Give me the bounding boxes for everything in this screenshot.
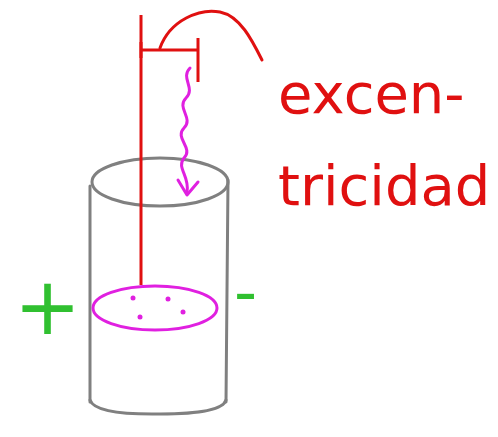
- arrow-head: [178, 180, 198, 195]
- cylinder-bottom: [90, 400, 226, 414]
- base-ellipse: [93, 286, 217, 330]
- eccentricity-dimension: [141, 38, 198, 82]
- eccentricity-label: excen- tricidad: [278, 48, 483, 232]
- cylinder-outline: [90, 158, 228, 414]
- cylinder-right-wall: [226, 180, 228, 402]
- squiggle-arrow: [181, 68, 190, 192]
- minus-sign: -: [234, 262, 284, 322]
- leader-line: [160, 11, 262, 60]
- cylinder-top: [92, 158, 228, 206]
- plus-sign: +: [14, 262, 74, 352]
- cylinder-left-wall: [89, 186, 92, 402]
- ellipse-dots: [131, 296, 186, 320]
